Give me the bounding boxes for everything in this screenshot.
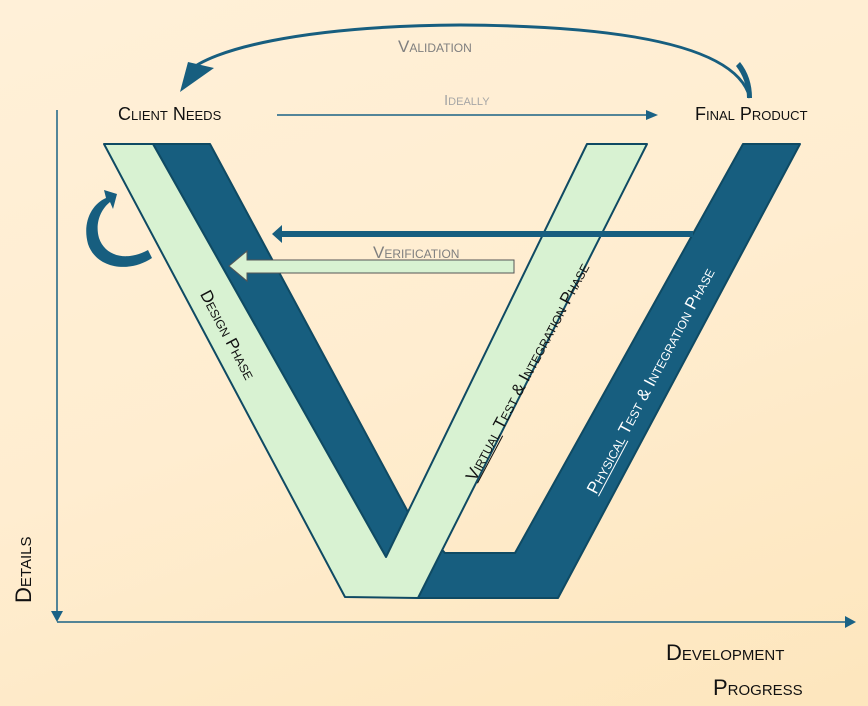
verification-label: Verification: [373, 243, 460, 262]
light-band-v: [103, 143, 648, 599]
verification-physical-arrowhead-icon: [272, 225, 282, 243]
client-needs-label: Client Needs: [118, 104, 222, 124]
validation-arrowhead-icon: [180, 62, 214, 92]
verification-virtual-arrow: [228, 249, 515, 283]
ideally-label: Ideally: [444, 92, 490, 109]
validation-label: Validation: [398, 37, 472, 56]
iteration-loop-arrow: [86, 190, 152, 267]
x-axis-label-line2: Progress: [713, 675, 803, 700]
validation-arrow-tail: [736, 62, 752, 98]
x-axis-arrowhead-icon: [845, 616, 856, 628]
ideally-arrowhead-icon: [646, 110, 658, 120]
validation-arrow: [186, 23, 752, 99]
x-axis-label-line1: Development: [666, 640, 785, 665]
y-axis-arrowhead-icon: [51, 611, 63, 622]
final-product-label: Final Product: [695, 104, 808, 124]
verification-physical-arrow: [276, 231, 693, 237]
y-axis-label: Details: [11, 536, 36, 603]
